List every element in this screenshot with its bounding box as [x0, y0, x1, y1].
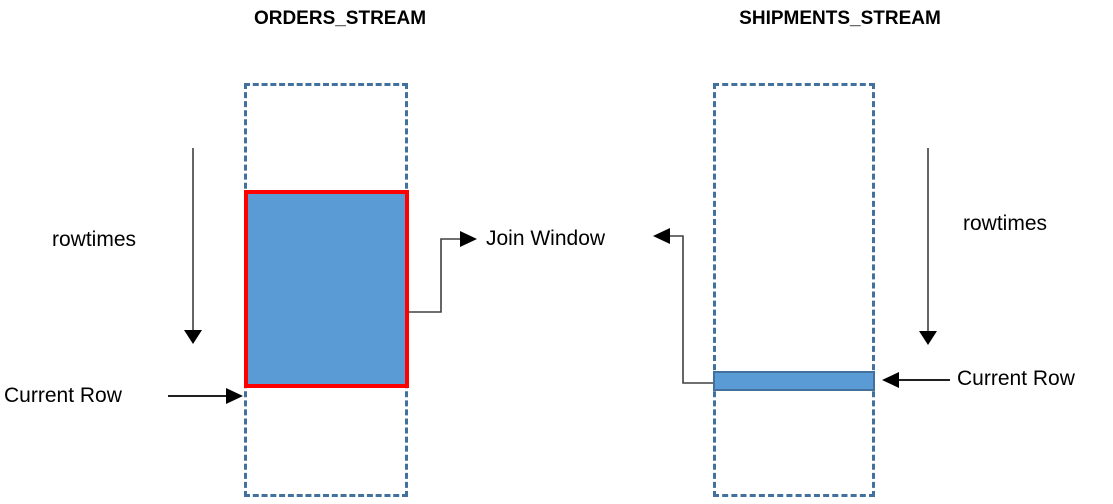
orders-stream-title: ORDERS_STREAM — [253, 8, 427, 29]
current-row-arrow-right-icon — [882, 372, 950, 388]
rowtimes-label-right: rowtimes — [963, 212, 1048, 235]
rowtimes-label-left: rowtimes — [52, 228, 137, 251]
rowtimes-arrow-left-icon — [184, 148, 202, 344]
rowtimes-arrow-right-icon — [919, 148, 937, 345]
shipments-stream-box — [713, 83, 875, 497]
current-row-label-left: Current Row — [4, 384, 122, 407]
join-window-label: Join Window — [486, 227, 606, 250]
shipments-current-row-bar — [713, 371, 875, 391]
current-row-arrow-left-icon — [168, 388, 243, 404]
current-row-label-right: Current Row — [957, 367, 1075, 390]
join-window-connector-right-icon — [653, 228, 713, 384]
orders-join-window-region — [244, 190, 409, 388]
shipments-stream-title: SHIPMENTS_STREAM — [739, 8, 941, 29]
join-window-connector-left-icon — [409, 231, 477, 313]
